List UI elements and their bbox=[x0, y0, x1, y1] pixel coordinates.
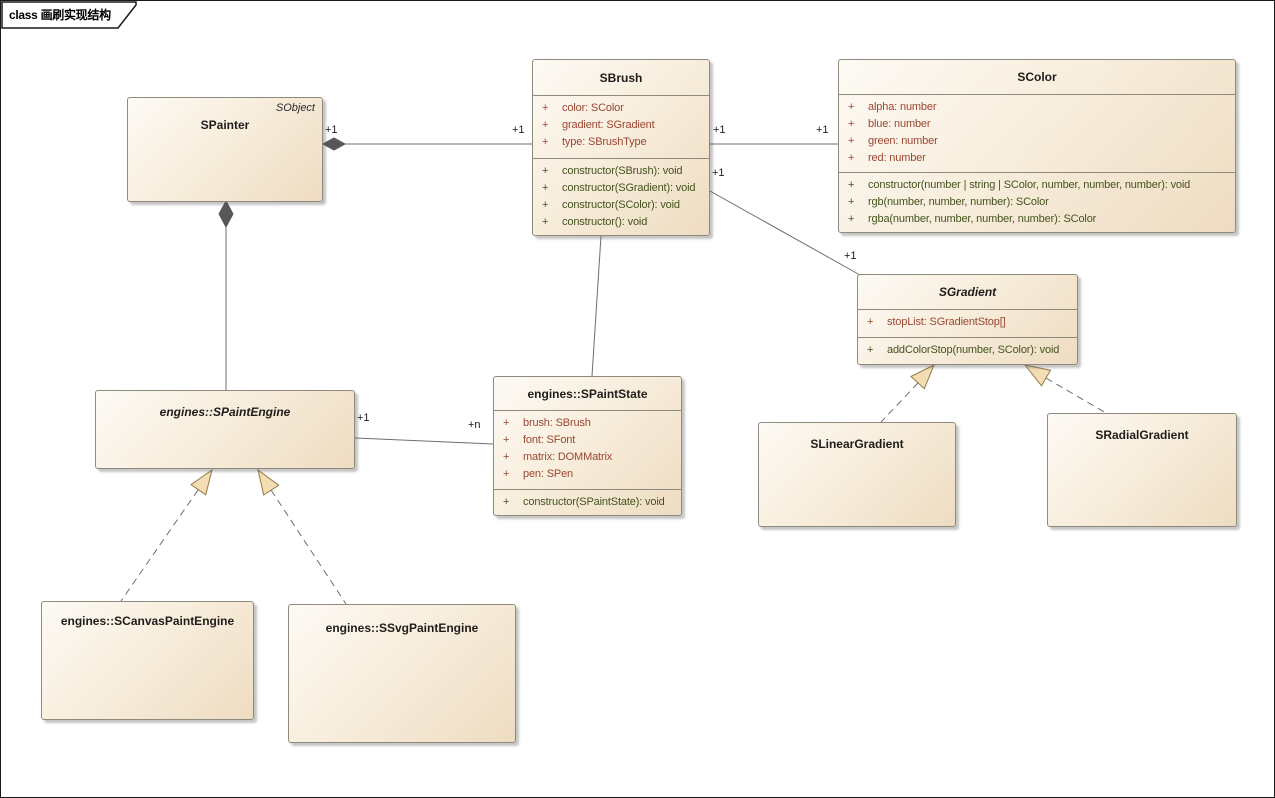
class-box-sradialgradient[interactable]: SRadialGradient bbox=[1047, 413, 1237, 527]
class-box-sgradient[interactable]: SGradient +stopList: SGradientStop[] +ad… bbox=[857, 274, 1078, 365]
realization-ssvgpaintengine-spaintengine[interactable] bbox=[270, 489, 347, 605]
attributes-compartment-scolor: +alpha: number +blue: number +green: numbe… bbox=[839, 95, 1235, 173]
operations-compartment-scolor: +constructor(number | string | SColor, n… bbox=[839, 173, 1235, 228]
class-title-scolor: SColor bbox=[839, 60, 1235, 95]
multiplicity-label-sbrush-gradient-end: +1 bbox=[712, 167, 725, 179]
operation-row: +rgb(number, number, number): SColor bbox=[848, 196, 1049, 208]
class-title-slineargradient: SLinearGradient bbox=[810, 437, 904, 451]
realization-sradialgradient-sgradient[interactable] bbox=[1045, 377, 1107, 414]
operations-compartment-spaintstate: +constructor(SPaintState): void bbox=[494, 490, 681, 511]
attribute-row: +matrix: DOMMatrix bbox=[503, 451, 613, 463]
realization-slineargradient-sgradient[interactable] bbox=[880, 382, 919, 423]
stereotype-label: SObject bbox=[275, 102, 315, 114]
composition-diamond-spainter-sbrush bbox=[321, 137, 347, 151]
class-title-scanvaspaintengine: engines::SCanvasPaintEngine bbox=[60, 614, 235, 628]
multiplicity-label-sbrush-left-end: +1 bbox=[512, 124, 525, 136]
attribute-row: +red: number bbox=[848, 152, 926, 164]
class-title-spainter: SPainter bbox=[200, 118, 250, 132]
class-box-sbrush[interactable]: SBrush +color: SColor +gradient: SGradien… bbox=[532, 59, 710, 236]
multiplicity-label-spainter-end: +1 bbox=[325, 124, 338, 136]
operation-row: +constructor(SBrush): void bbox=[542, 165, 683, 177]
attribute-row: +pen: SPen bbox=[503, 468, 574, 480]
multiplicity-label-sbrush-right-end: +1 bbox=[713, 124, 726, 136]
multiplicity-label-spaintstate-end: +n bbox=[468, 419, 481, 431]
class-title-spaintstate: engines::SPaintState bbox=[494, 377, 681, 411]
attribute-row: +green: number bbox=[848, 135, 938, 147]
operation-row: +constructor(SPaintState): void bbox=[503, 496, 665, 508]
class-box-slineargradient[interactable]: SLinearGradient bbox=[758, 422, 956, 527]
operation-row: +constructor(SColor): void bbox=[542, 199, 680, 211]
attribute-row: +gradient: SGradient bbox=[542, 119, 655, 131]
class-box-scanvaspaintengine[interactable]: engines::SCanvasPaintEngine bbox=[41, 601, 254, 720]
attribute-row: +font: SFont bbox=[503, 434, 576, 446]
attributes-compartment-sgradient: +stopList: SGradientStop[] bbox=[858, 310, 1077, 338]
generalization-arrow-sradialgradient bbox=[1023, 364, 1052, 387]
assoc-spaintengine-spaintstate[interactable] bbox=[354, 437, 494, 445]
class-box-ssvgpaintengine[interactable]: engines::SSvgPaintEngine bbox=[288, 604, 516, 743]
class-box-spainter[interactable]: SObject SPainter bbox=[127, 97, 323, 202]
operations-compartment-sbrush: +constructor(SBrush): void +constructor(S… bbox=[533, 159, 709, 231]
attributes-compartment-spaintstate: +brush: SBrush +font: SFont +matrix: DOMMa… bbox=[494, 411, 681, 490]
attribute-row: +brush: SBrush bbox=[503, 417, 591, 429]
attribute-row: +alpha: number bbox=[848, 101, 937, 113]
attribute-row: +color: SColor bbox=[542, 102, 624, 114]
class-box-spaintstate[interactable]: engines::SPaintState +brush: SBrush+font… bbox=[493, 376, 682, 516]
operation-row: +rgba(number, number, number, number): S… bbox=[848, 213, 1097, 225]
attribute-row: +type: SBrushType bbox=[542, 136, 647, 148]
class-title-ssvgpaintengine: engines::SSvgPaintEngine bbox=[325, 621, 479, 635]
attributes-compartment-sbrush: +color: SColor +gradient: SGradient +type:… bbox=[533, 96, 709, 159]
operation-row: +constructor(number | string | SColor, n… bbox=[848, 179, 1191, 191]
class-box-scolor[interactable]: SColor +alpha: number +blue: number +green… bbox=[838, 59, 1236, 233]
multiplicity-label-spaintengine-end: +1 bbox=[357, 412, 370, 424]
generalization-arrow-ssvgpaintengine bbox=[257, 468, 280, 496]
class-title-spaintengine: engines::SPaintEngine bbox=[159, 405, 291, 419]
class-title-sradialgradient: SRadialGradient bbox=[1095, 428, 1189, 442]
operation-row: +constructor(SGradient): void bbox=[542, 182, 696, 194]
diagram-tab-label: class 画刷实现结构 bbox=[9, 8, 111, 22]
multiplicity-label-scolor-end: +1 bbox=[816, 124, 829, 136]
class-title-sbrush: SBrush bbox=[533, 60, 709, 96]
operations-compartment-sgradient: +addColorStop(number, SColor): void bbox=[858, 338, 1077, 359]
composition-diamond-spainter-spaintengine bbox=[218, 199, 234, 229]
multiplicity-label-sgradient-end: +1 bbox=[844, 250, 857, 262]
class-box-spaintengine[interactable]: engines::SPaintEngine bbox=[95, 390, 355, 469]
assoc-sbrush-spaintstate[interactable] bbox=[591, 235, 602, 377]
generalization-arrow-slineargradient bbox=[910, 363, 935, 390]
generalization-arrow-scanvaspaintengine bbox=[190, 468, 213, 496]
operation-row: +constructor(): void bbox=[542, 216, 648, 228]
attribute-row: +stopList: SGradientStop[] bbox=[867, 316, 1006, 328]
attribute-row: +blue: number bbox=[848, 118, 931, 130]
class-title-sgradient: SGradient bbox=[858, 275, 1077, 310]
operation-row: +addColorStop(number, SColor): void bbox=[867, 344, 1060, 356]
realization-scanvaspaintengine-spaintengine[interactable] bbox=[120, 489, 199, 602]
